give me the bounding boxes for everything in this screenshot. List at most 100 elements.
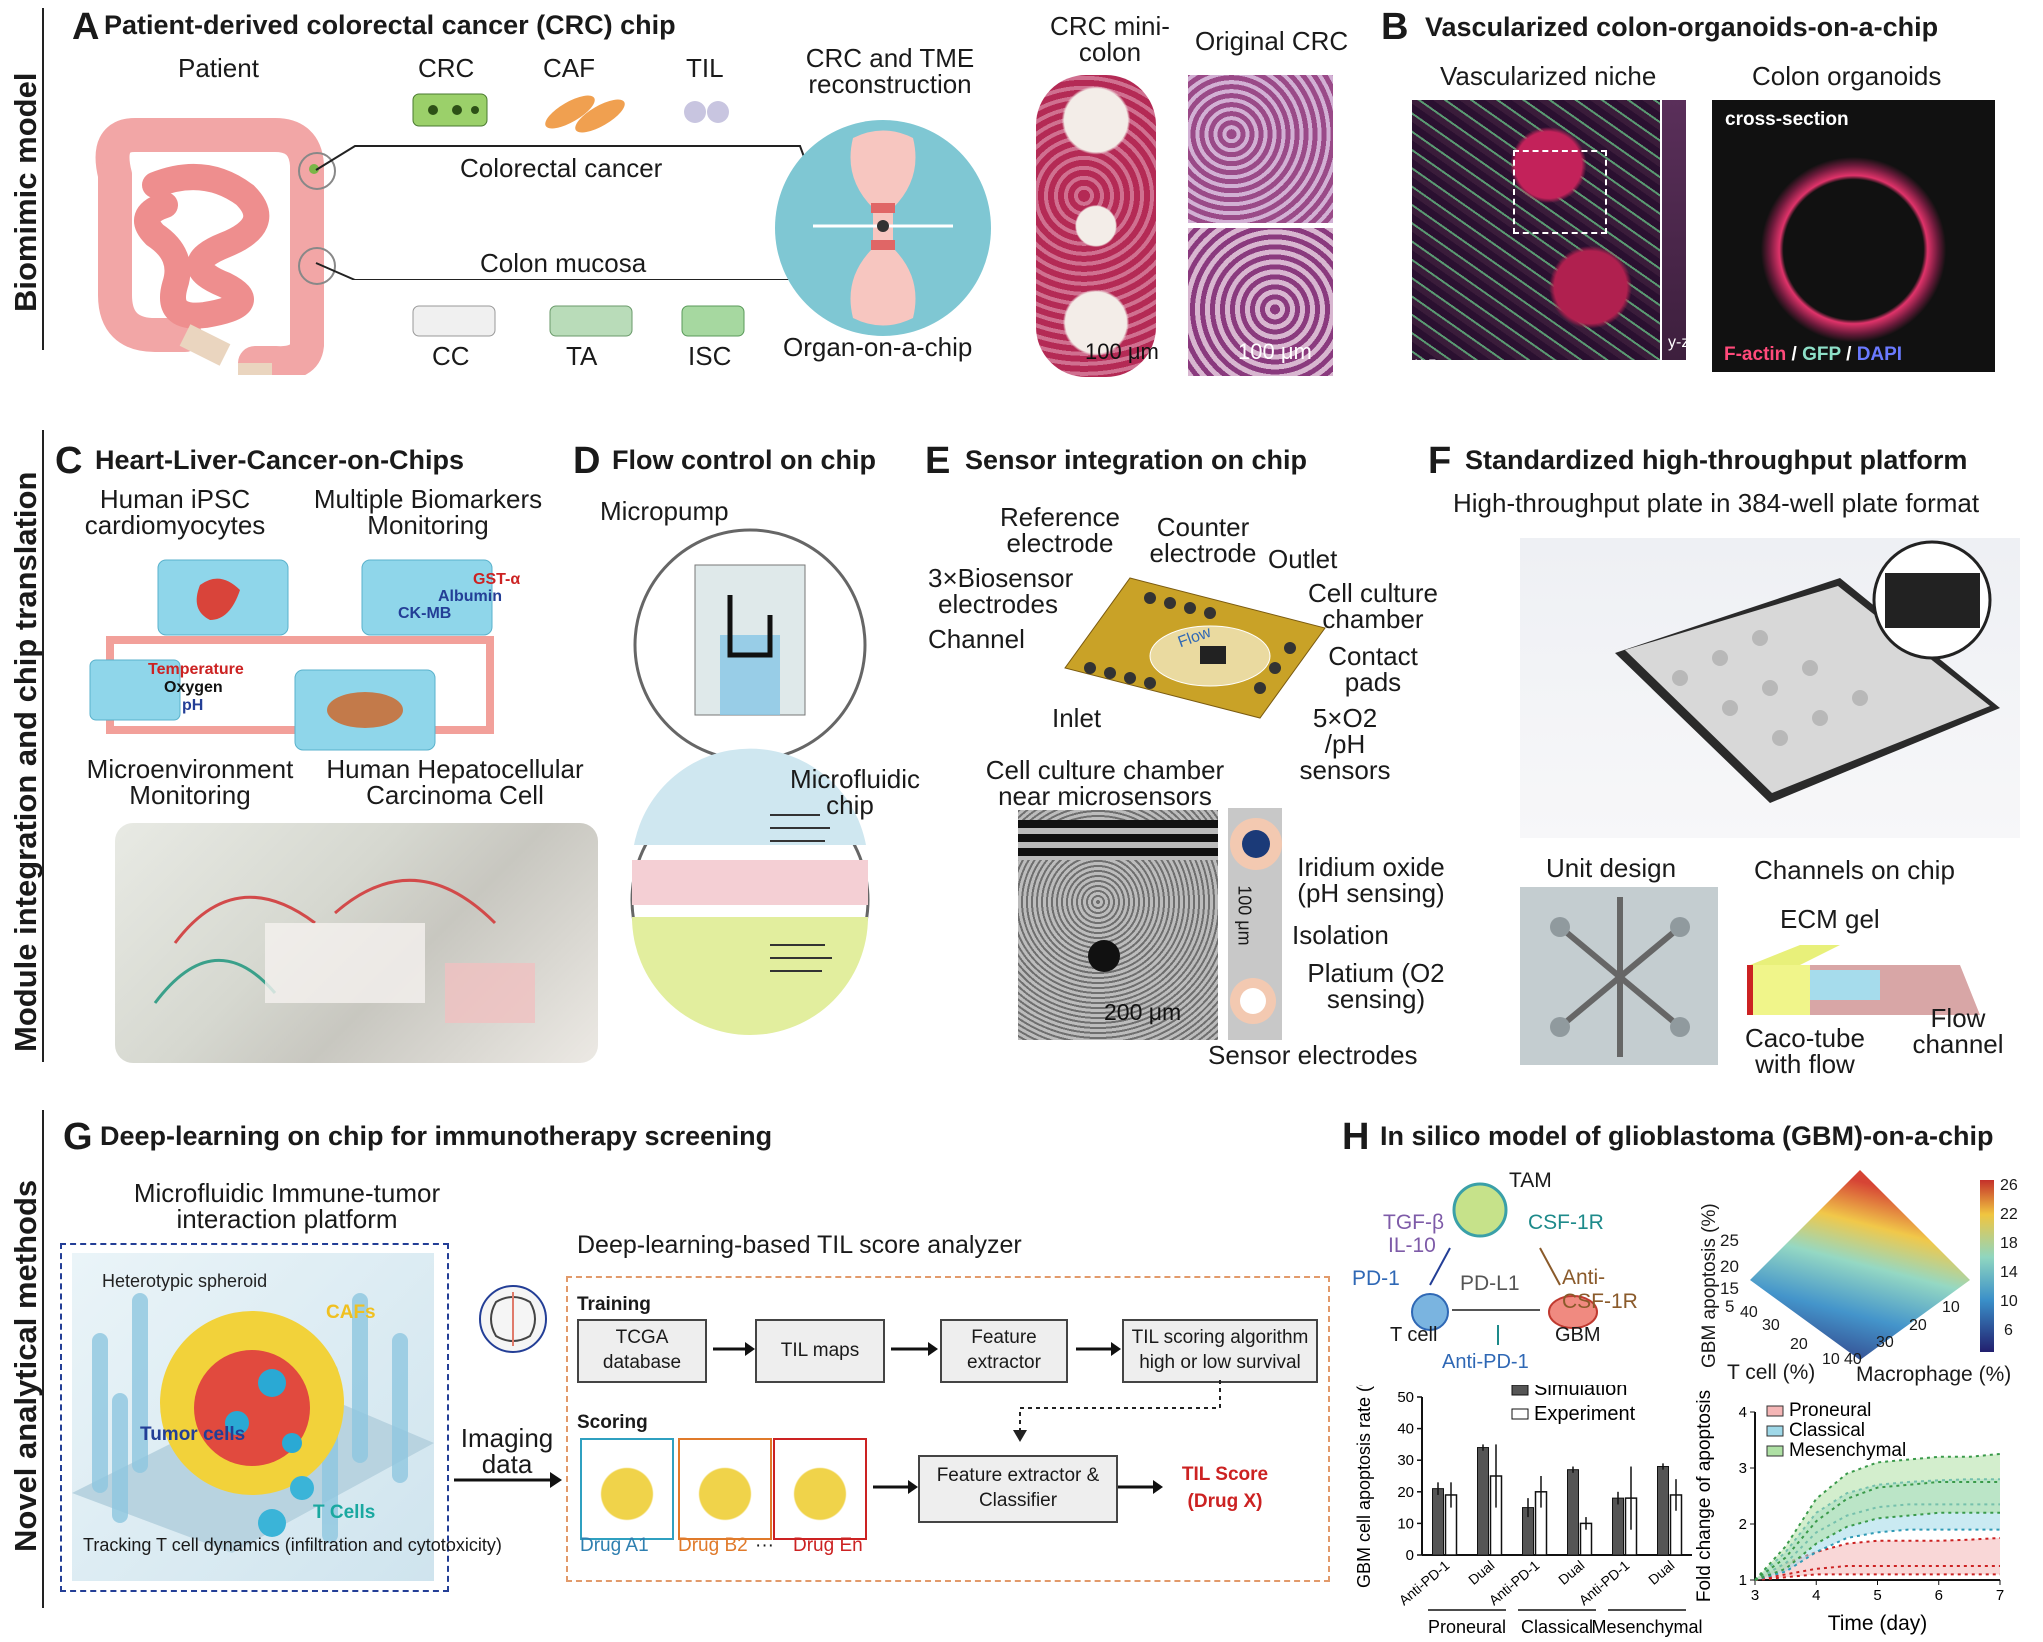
section-line-novel xyxy=(42,1110,44,1608)
colorbar-tick-18: 18 xyxy=(2000,1235,2018,1252)
label-ccc-near: Cell culture chamber near microsensors xyxy=(985,755,1225,811)
label-vascularized-niche: Vascularized niche xyxy=(1440,61,1657,91)
imaging-arrow xyxy=(454,1472,562,1488)
original-crc-histology-top xyxy=(1188,75,1333,223)
label-immune-tumor-platform: Microfluidic Immune-tumor interaction pl… xyxy=(133,1178,441,1234)
label-colon-mucosa: Colon mucosa xyxy=(480,248,647,278)
bar-category-label: Dual xyxy=(1555,1557,1587,1588)
box-feature-classifier: Feature extractor & Classifier xyxy=(918,1455,1118,1523)
label-til: TIL xyxy=(686,53,724,83)
label-albumin: Albumin xyxy=(438,588,502,605)
surface-x-tick-10: 10 xyxy=(1822,1351,1840,1368)
panel-letter-d: D xyxy=(573,440,601,482)
bar-category-label: Dual xyxy=(1645,1557,1677,1588)
label-tgf-beta: TGF-β xyxy=(1383,1211,1445,1234)
label-ph: pH xyxy=(182,697,204,714)
colorbar-tick-14: 14 xyxy=(2000,1264,2018,1281)
label-colon-organoids: Colon organoids xyxy=(1752,61,1942,91)
sensor-electrode-image xyxy=(1228,808,1282,1040)
box-feature-extractor: Feature extractor xyxy=(940,1319,1068,1383)
label-ckmb: CK-MB xyxy=(398,605,452,622)
bar-simulation xyxy=(1477,1447,1489,1556)
legend-label-mesenchymal: Mesenchymal xyxy=(1789,1440,1906,1461)
channels-on-chip-diagram xyxy=(1747,945,1980,1015)
bar-simulation xyxy=(1432,1488,1444,1556)
label-microfluidic-chip: Microfluidic chip xyxy=(790,764,921,820)
label-anti-pd-1: Anti-PD-1 xyxy=(1442,1351,1529,1373)
brain-icon xyxy=(479,1285,547,1353)
colon-organoid-cross-section xyxy=(1712,100,1995,372)
section-label-novel: Novel analytical methods xyxy=(8,1179,43,1552)
sensor-chip-diagram xyxy=(1064,577,1326,719)
panel-title-h: In silico model of glioblastoma (GBM)-on… xyxy=(1380,1121,1994,1151)
sensor-spot xyxy=(1088,940,1120,972)
panel-letter-e: E xyxy=(925,440,951,482)
label-t-cells: T Cells xyxy=(313,1502,376,1523)
panel-letter-a: A xyxy=(72,6,100,48)
section-label-module: Module integration and chip translation xyxy=(8,471,43,1052)
line-x-tick-label: 5 xyxy=(1873,1587,1881,1604)
colorbar-tick-22: 22 xyxy=(2000,1206,2018,1223)
legend-sep-2: / xyxy=(1840,344,1857,365)
electrode-stripes xyxy=(1018,820,1218,860)
label-flow-channel: Flow channel xyxy=(1912,1003,2004,1059)
label-til-score: TIL Score (Drug X) xyxy=(1181,1464,1269,1512)
series-line-proneural xyxy=(1754,1573,2000,1581)
label-sensor-electrodes: Sensor electrodes xyxy=(1208,1040,1418,1070)
label-reference-electrode: Reference electrode xyxy=(1000,502,1120,558)
colorbar-tick-26: 26 xyxy=(2000,1177,2018,1194)
series-line-classical xyxy=(1754,1528,2000,1581)
label-micropump: Micropump xyxy=(600,496,729,526)
flow-control-diagram xyxy=(630,528,870,1035)
label-gst: GST-α xyxy=(473,571,521,588)
series-line-proneural xyxy=(1754,1537,2001,1581)
box-til-maps: TIL maps xyxy=(755,1319,885,1383)
label-imaging-data: Imaging data xyxy=(460,1423,554,1479)
legend-label-proneural: Proneural xyxy=(1789,1400,1871,1421)
surface-z-tick-15: 15 xyxy=(1720,1279,1739,1298)
legend-label-experiment: Experiment xyxy=(1534,1403,1636,1425)
surface-y-tick-30: 30 xyxy=(1876,1334,1894,1351)
bar-simulation xyxy=(1567,1469,1579,1556)
label-anti-csf-1r: Anti-CSF-1R xyxy=(1562,1266,1638,1314)
legend-swatch-mesenchymal xyxy=(1766,1445,1784,1457)
panel-letter-b: B xyxy=(1381,6,1409,48)
surface-z-tick-25: 25 xyxy=(1720,1231,1739,1250)
label-counter-electrode: Counter electrode xyxy=(1149,512,1257,568)
label-channels-on-chip: Channels on chip xyxy=(1754,855,1955,885)
label-tumor-cells: Tumor cells xyxy=(140,1424,246,1445)
label-biomarkers: Multiple Biomarkers Monitoring xyxy=(313,484,543,540)
panel-title-b: Vascularized colon-organoids-on-a-chip xyxy=(1425,12,1939,42)
series-band-mesenchymal xyxy=(1755,1454,2000,1580)
legend-label-simulation: Simulation xyxy=(1534,1385,1627,1400)
bar-simulation xyxy=(1612,1497,1624,1556)
label-sensors: 5×O2 /pH sensors xyxy=(1299,703,1391,785)
panel-letter-c: C xyxy=(55,440,83,482)
training-arrows xyxy=(713,1342,1121,1356)
scale-bar-original: 100 μm xyxy=(1238,339,1312,364)
line-x-tick-label: 6 xyxy=(1935,1587,1943,1604)
legend-swatch-experiment xyxy=(1511,1408,1529,1420)
bar-y-tick-label: 30 xyxy=(1397,1452,1414,1469)
panel-title-g: Deep-learning on chip for immunotherapy … xyxy=(100,1121,773,1151)
box-tcga: TCGA database xyxy=(577,1319,707,1383)
label-drug-en: Drug En xyxy=(793,1535,863,1556)
legend-factin: F-actin xyxy=(1724,344,1787,365)
scale-bar-200: 200 μm xyxy=(1104,999,1182,1025)
surface-x-tick-40: 40 xyxy=(1740,1304,1758,1321)
bar-y-tick-label: 10 xyxy=(1397,1515,1414,1532)
label-hepato: Human Hepatocellular Carcinoma Cell xyxy=(326,754,584,810)
label-scoring: Scoring xyxy=(577,1412,648,1433)
label-oxygen: Oxygen xyxy=(164,679,223,696)
section-line-module xyxy=(42,430,44,1062)
bar-category-label: Anti-PD-1 xyxy=(1576,1557,1633,1608)
label-outlet: Outlet xyxy=(1268,544,1338,574)
label-crc: CRC xyxy=(418,53,475,83)
intestine-illustration xyxy=(95,118,324,375)
bar-y-tick-label: 0 xyxy=(1406,1547,1414,1564)
label-ta: TA xyxy=(566,341,598,371)
label-cell-culture-chamber: Cell culture chamber xyxy=(1307,578,1439,634)
legend-sep-1: / xyxy=(1786,344,1803,365)
bar-category-label: Anti-PD-1 xyxy=(1396,1557,1453,1608)
